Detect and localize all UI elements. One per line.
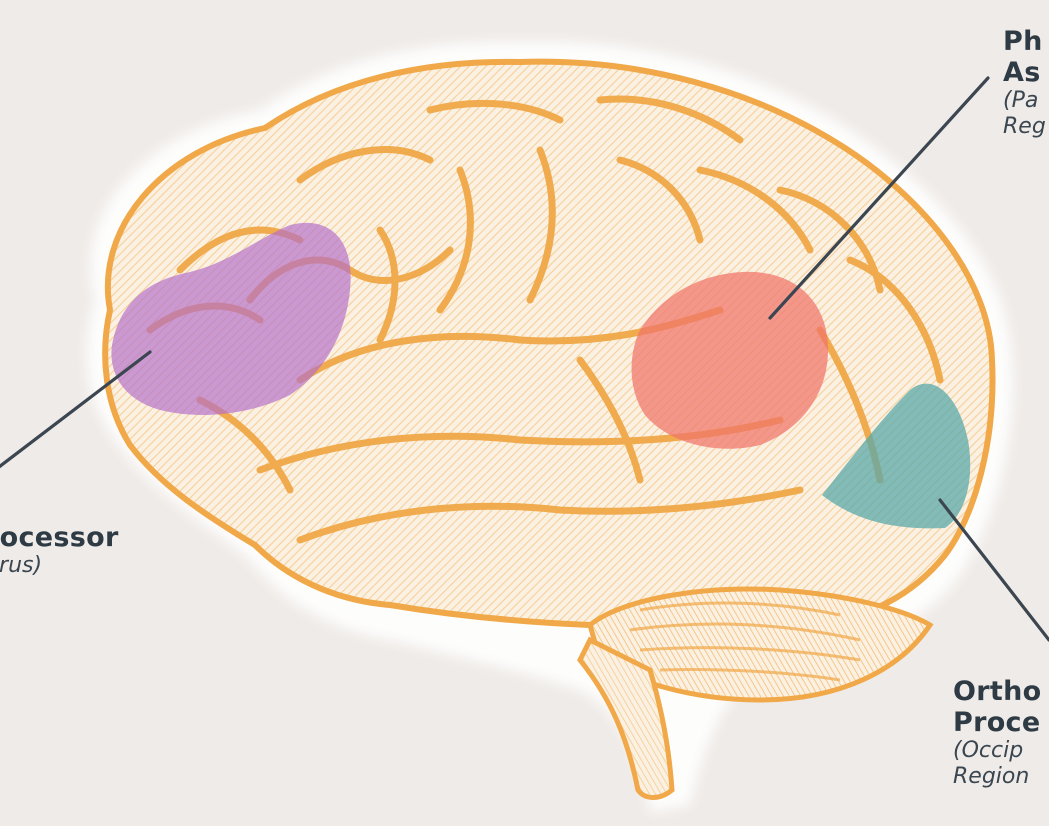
label-orthographic: Ortho Proce (Occip Region bbox=[953, 676, 1041, 790]
label-orthographic-subtitle-2: Region bbox=[953, 764, 1041, 790]
brain-illustration bbox=[105, 62, 992, 798]
label-orthographic-title-1: Ortho bbox=[953, 676, 1041, 707]
label-orthographic-subtitle-1: (Occip bbox=[953, 738, 1041, 764]
label-orthographic-title-2: Proce bbox=[953, 707, 1041, 738]
label-meaning-title: rocessor bbox=[0, 522, 119, 553]
label-phonological-title-2: As bbox=[1003, 57, 1046, 88]
label-phonological-subtitle-1: (Pa bbox=[1003, 88, 1046, 114]
label-phonological-title-1: Ph bbox=[1003, 26, 1046, 57]
label-phonological-subtitle-2: Reg bbox=[1003, 114, 1046, 140]
label-meaning-processor: rocessor yrus) bbox=[0, 522, 119, 579]
label-meaning-subtitle: yrus) bbox=[0, 553, 119, 579]
label-phonological: Ph As (Pa Reg bbox=[1003, 26, 1046, 140]
